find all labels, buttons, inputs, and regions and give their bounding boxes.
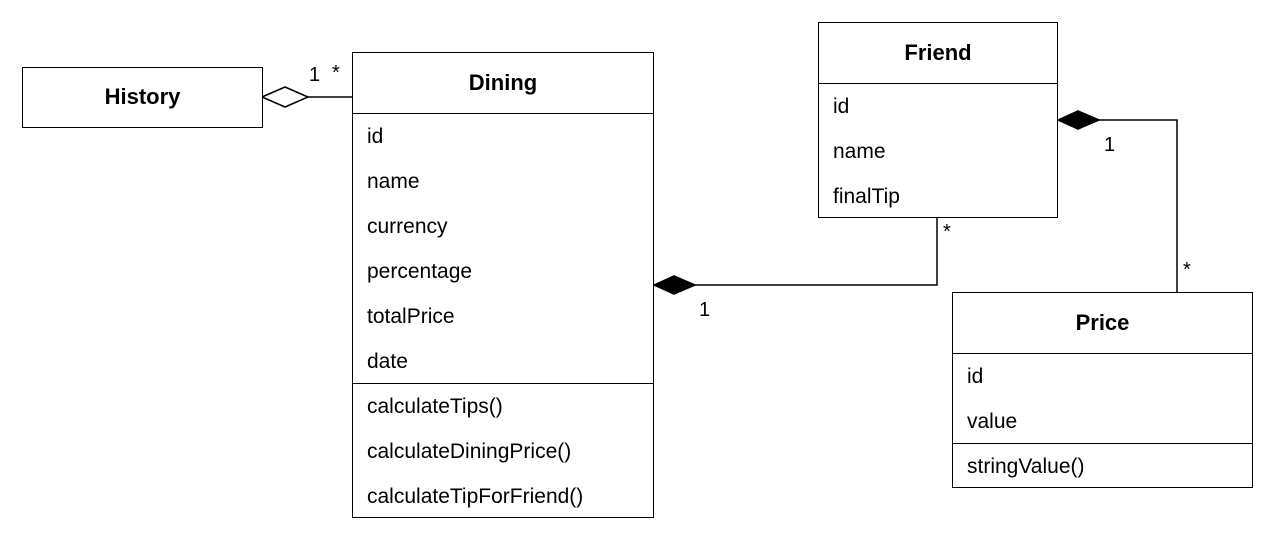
attribute: currency (367, 215, 448, 238)
aggregation-diamond-icon (260, 86, 310, 108)
composition-line-dining-friend (695, 218, 938, 286)
attribute: percentage (367, 260, 473, 283)
attribute: value (967, 410, 1018, 433)
multiplicity-friend-many-end: * (943, 221, 951, 243)
method: calculateTips() (367, 395, 503, 418)
class-price-attributes: id value (953, 353, 1252, 443)
composition-line-friend-price (1099, 119, 1178, 293)
class-price-methods: stringValue() (953, 443, 1252, 489)
multiplicity-dining-end: * (332, 62, 340, 84)
class-price-name: Price (1075, 310, 1130, 335)
multiplicity-friend-composition-end: 1 (1104, 134, 1116, 156)
class-friend-name: Friend (904, 40, 972, 65)
multiplicity-price-many-end: * (1183, 259, 1191, 281)
composition-diamond-icon-friend (1056, 110, 1101, 130)
class-history[interactable]: History (22, 67, 263, 128)
attribute: name (367, 170, 420, 193)
class-dining-methods: calculateTips() calculateDiningPrice() c… (353, 383, 653, 519)
class-dining[interactable]: Dining id name currency percentage total… (352, 52, 654, 518)
attribute: date (367, 350, 408, 373)
class-friend[interactable]: Friend id name finalTip (818, 22, 1058, 218)
composition-diamond-icon-dining (652, 275, 697, 295)
attribute: name (833, 140, 886, 163)
class-dining-attributes: id name currency percentage totalPrice d… (353, 113, 653, 383)
class-history-name: History (104, 84, 181, 109)
attribute: id (833, 95, 850, 118)
method: calculateDiningPrice() (367, 440, 572, 463)
attribute: finalTip (833, 185, 900, 208)
attribute: totalPrice (367, 305, 455, 328)
multiplicity-dining-composition-end: 1 (699, 299, 711, 321)
class-dining-name: Dining (468, 70, 538, 95)
method: calculateTipForFriend() (367, 485, 584, 508)
class-friend-attributes: id name finalTip (819, 83, 1057, 219)
class-price[interactable]: Price id value stringValue() (952, 292, 1253, 488)
multiplicity-history-end: 1 (309, 64, 321, 86)
method: stringValue() (967, 455, 1085, 478)
attribute: id (367, 125, 384, 148)
attribute: id (967, 365, 984, 388)
